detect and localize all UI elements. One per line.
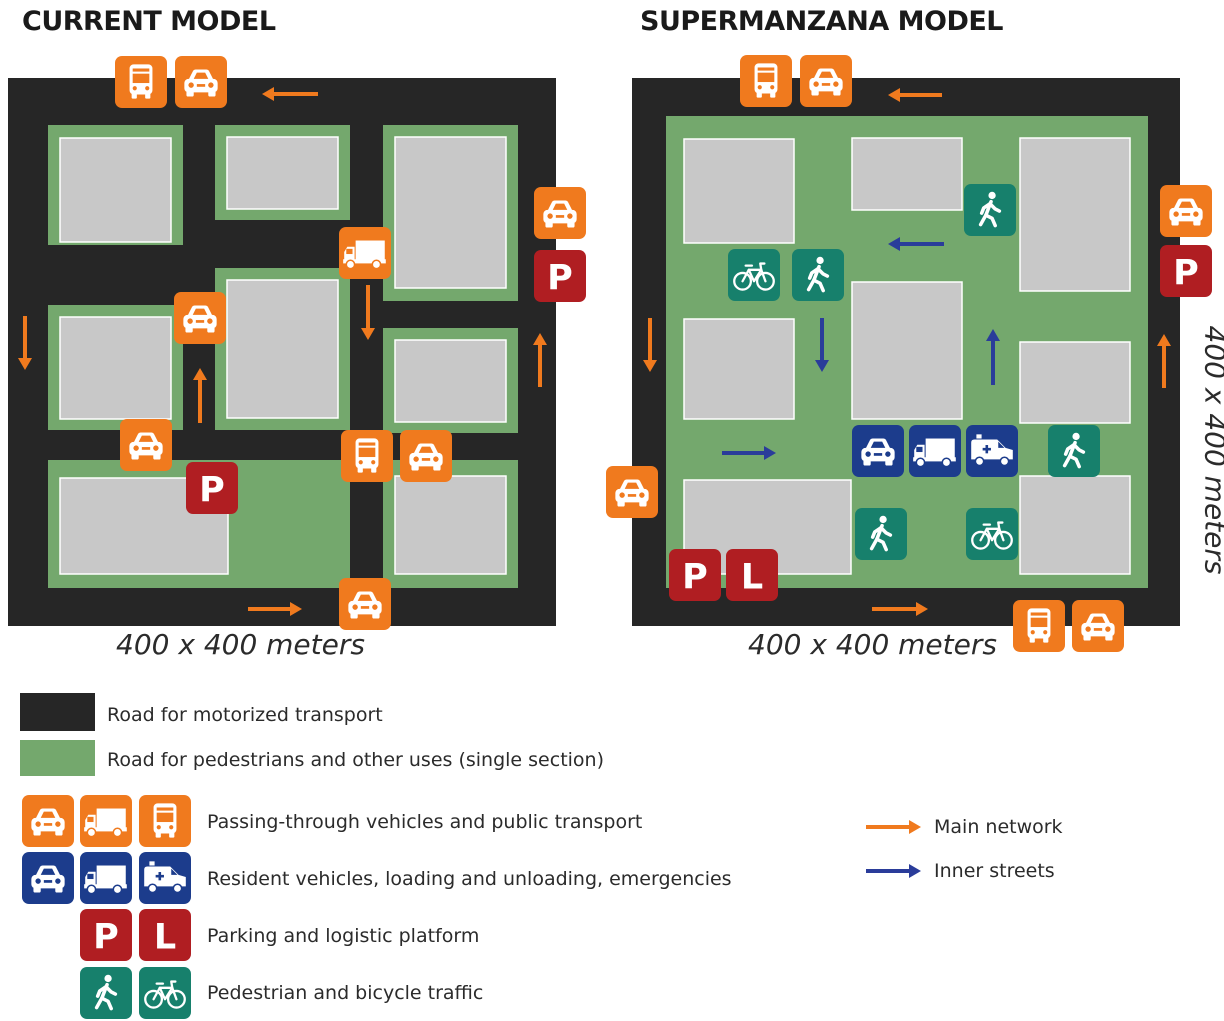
flow-arrow xyxy=(262,87,318,101)
legend-passing-through: Passing-through vehicles and public tran… xyxy=(207,811,643,833)
current-size-label: 400 x 400 meters xyxy=(116,628,365,661)
pedestrian-icon xyxy=(1048,425,1100,477)
supermanzana-size-label: 400 x 400 meters xyxy=(748,628,997,661)
parking-icon: P xyxy=(1160,245,1212,297)
bus-icon xyxy=(139,795,191,847)
svg-text:P: P xyxy=(682,558,708,598)
flow-arrow xyxy=(18,316,32,370)
car-icon xyxy=(120,419,172,471)
legend-swatch-motorized-road xyxy=(20,693,95,731)
truck-icon xyxy=(80,795,132,847)
svg-text:P: P xyxy=(93,918,119,958)
truck-icon xyxy=(909,425,961,477)
car-icon xyxy=(400,430,452,482)
pedestrian-icon xyxy=(964,184,1016,236)
legend-road-pedestrian: Road for pedestrians and other uses (sin… xyxy=(107,749,604,771)
parking-icon: P xyxy=(80,909,132,961)
flow-arrow xyxy=(722,446,776,460)
car-icon xyxy=(174,292,226,344)
bus-icon xyxy=(740,55,792,107)
bicycle-icon xyxy=(966,508,1018,560)
car-icon xyxy=(534,187,586,239)
legend-road-motorized: Road for motorized transport xyxy=(107,704,383,726)
ambulance-icon xyxy=(139,852,191,904)
parking-icon: P xyxy=(534,250,586,302)
car-icon xyxy=(175,56,227,108)
car-icon xyxy=(800,55,852,107)
svg-text:L: L xyxy=(741,558,763,598)
car-icon xyxy=(1072,600,1124,652)
svg-text:L: L xyxy=(154,918,176,958)
current-model-title: CURRENT MODEL xyxy=(22,6,276,37)
pedestrian-icon xyxy=(855,508,907,560)
svg-text:P: P xyxy=(1173,254,1199,294)
legend-parking-logistic: Parking and logistic platform xyxy=(207,925,480,947)
svg-text:P: P xyxy=(199,471,225,511)
ambulance-icon xyxy=(966,425,1018,477)
flow-arrow xyxy=(533,333,547,387)
supermanzana-buildings xyxy=(683,137,1131,575)
legend-inner-streets: Inner streets xyxy=(934,860,1055,882)
flow-arrow xyxy=(193,368,207,423)
flow-arrow xyxy=(248,602,302,616)
flow-arrow xyxy=(866,864,921,878)
bus-icon xyxy=(1013,600,1065,652)
svg-text:P: P xyxy=(547,259,573,299)
car-icon xyxy=(339,578,391,630)
flow-arrow xyxy=(888,237,944,251)
pedestrian-icon xyxy=(80,967,132,1019)
bicycle-icon xyxy=(728,249,780,301)
parking-icon: P xyxy=(186,462,238,514)
legend-swatch-pedestrian-road xyxy=(20,740,95,776)
flow-arrow xyxy=(888,88,942,102)
bicycle-icon xyxy=(139,967,191,1019)
pedestrian-icon xyxy=(792,249,844,301)
legend-arrows xyxy=(866,820,921,878)
flow-arrow xyxy=(643,318,657,372)
bus-icon xyxy=(341,430,393,482)
car-icon xyxy=(22,852,74,904)
car-icon xyxy=(606,466,658,518)
flow-arrow xyxy=(361,285,375,340)
logistic-platform-icon: L xyxy=(139,909,191,961)
legend-pedestrian-bicycle: Pedestrian and bicycle traffic xyxy=(207,982,484,1004)
current-buildings xyxy=(59,136,507,575)
car-icon xyxy=(22,795,74,847)
flow-arrows xyxy=(18,87,1171,616)
logistic-platform-icon: L xyxy=(726,549,778,601)
supermanzana-model-title: SUPERMANZANA MODEL xyxy=(640,6,1004,37)
flow-arrow xyxy=(872,602,928,616)
car-icon xyxy=(1160,185,1212,237)
flow-arrow xyxy=(1157,334,1171,388)
car-icon xyxy=(852,425,904,477)
truck-icon xyxy=(80,852,132,904)
truck-icon xyxy=(339,227,391,279)
legend-resident: Resident vehicles, loading and unloading… xyxy=(207,868,732,890)
parking-icon: P xyxy=(669,549,721,601)
flow-arrow xyxy=(866,820,921,834)
flow-arrow xyxy=(986,329,1000,385)
flow-arrow xyxy=(815,318,829,372)
legend-main-network: Main network xyxy=(934,816,1063,838)
bus-icon xyxy=(115,56,167,108)
